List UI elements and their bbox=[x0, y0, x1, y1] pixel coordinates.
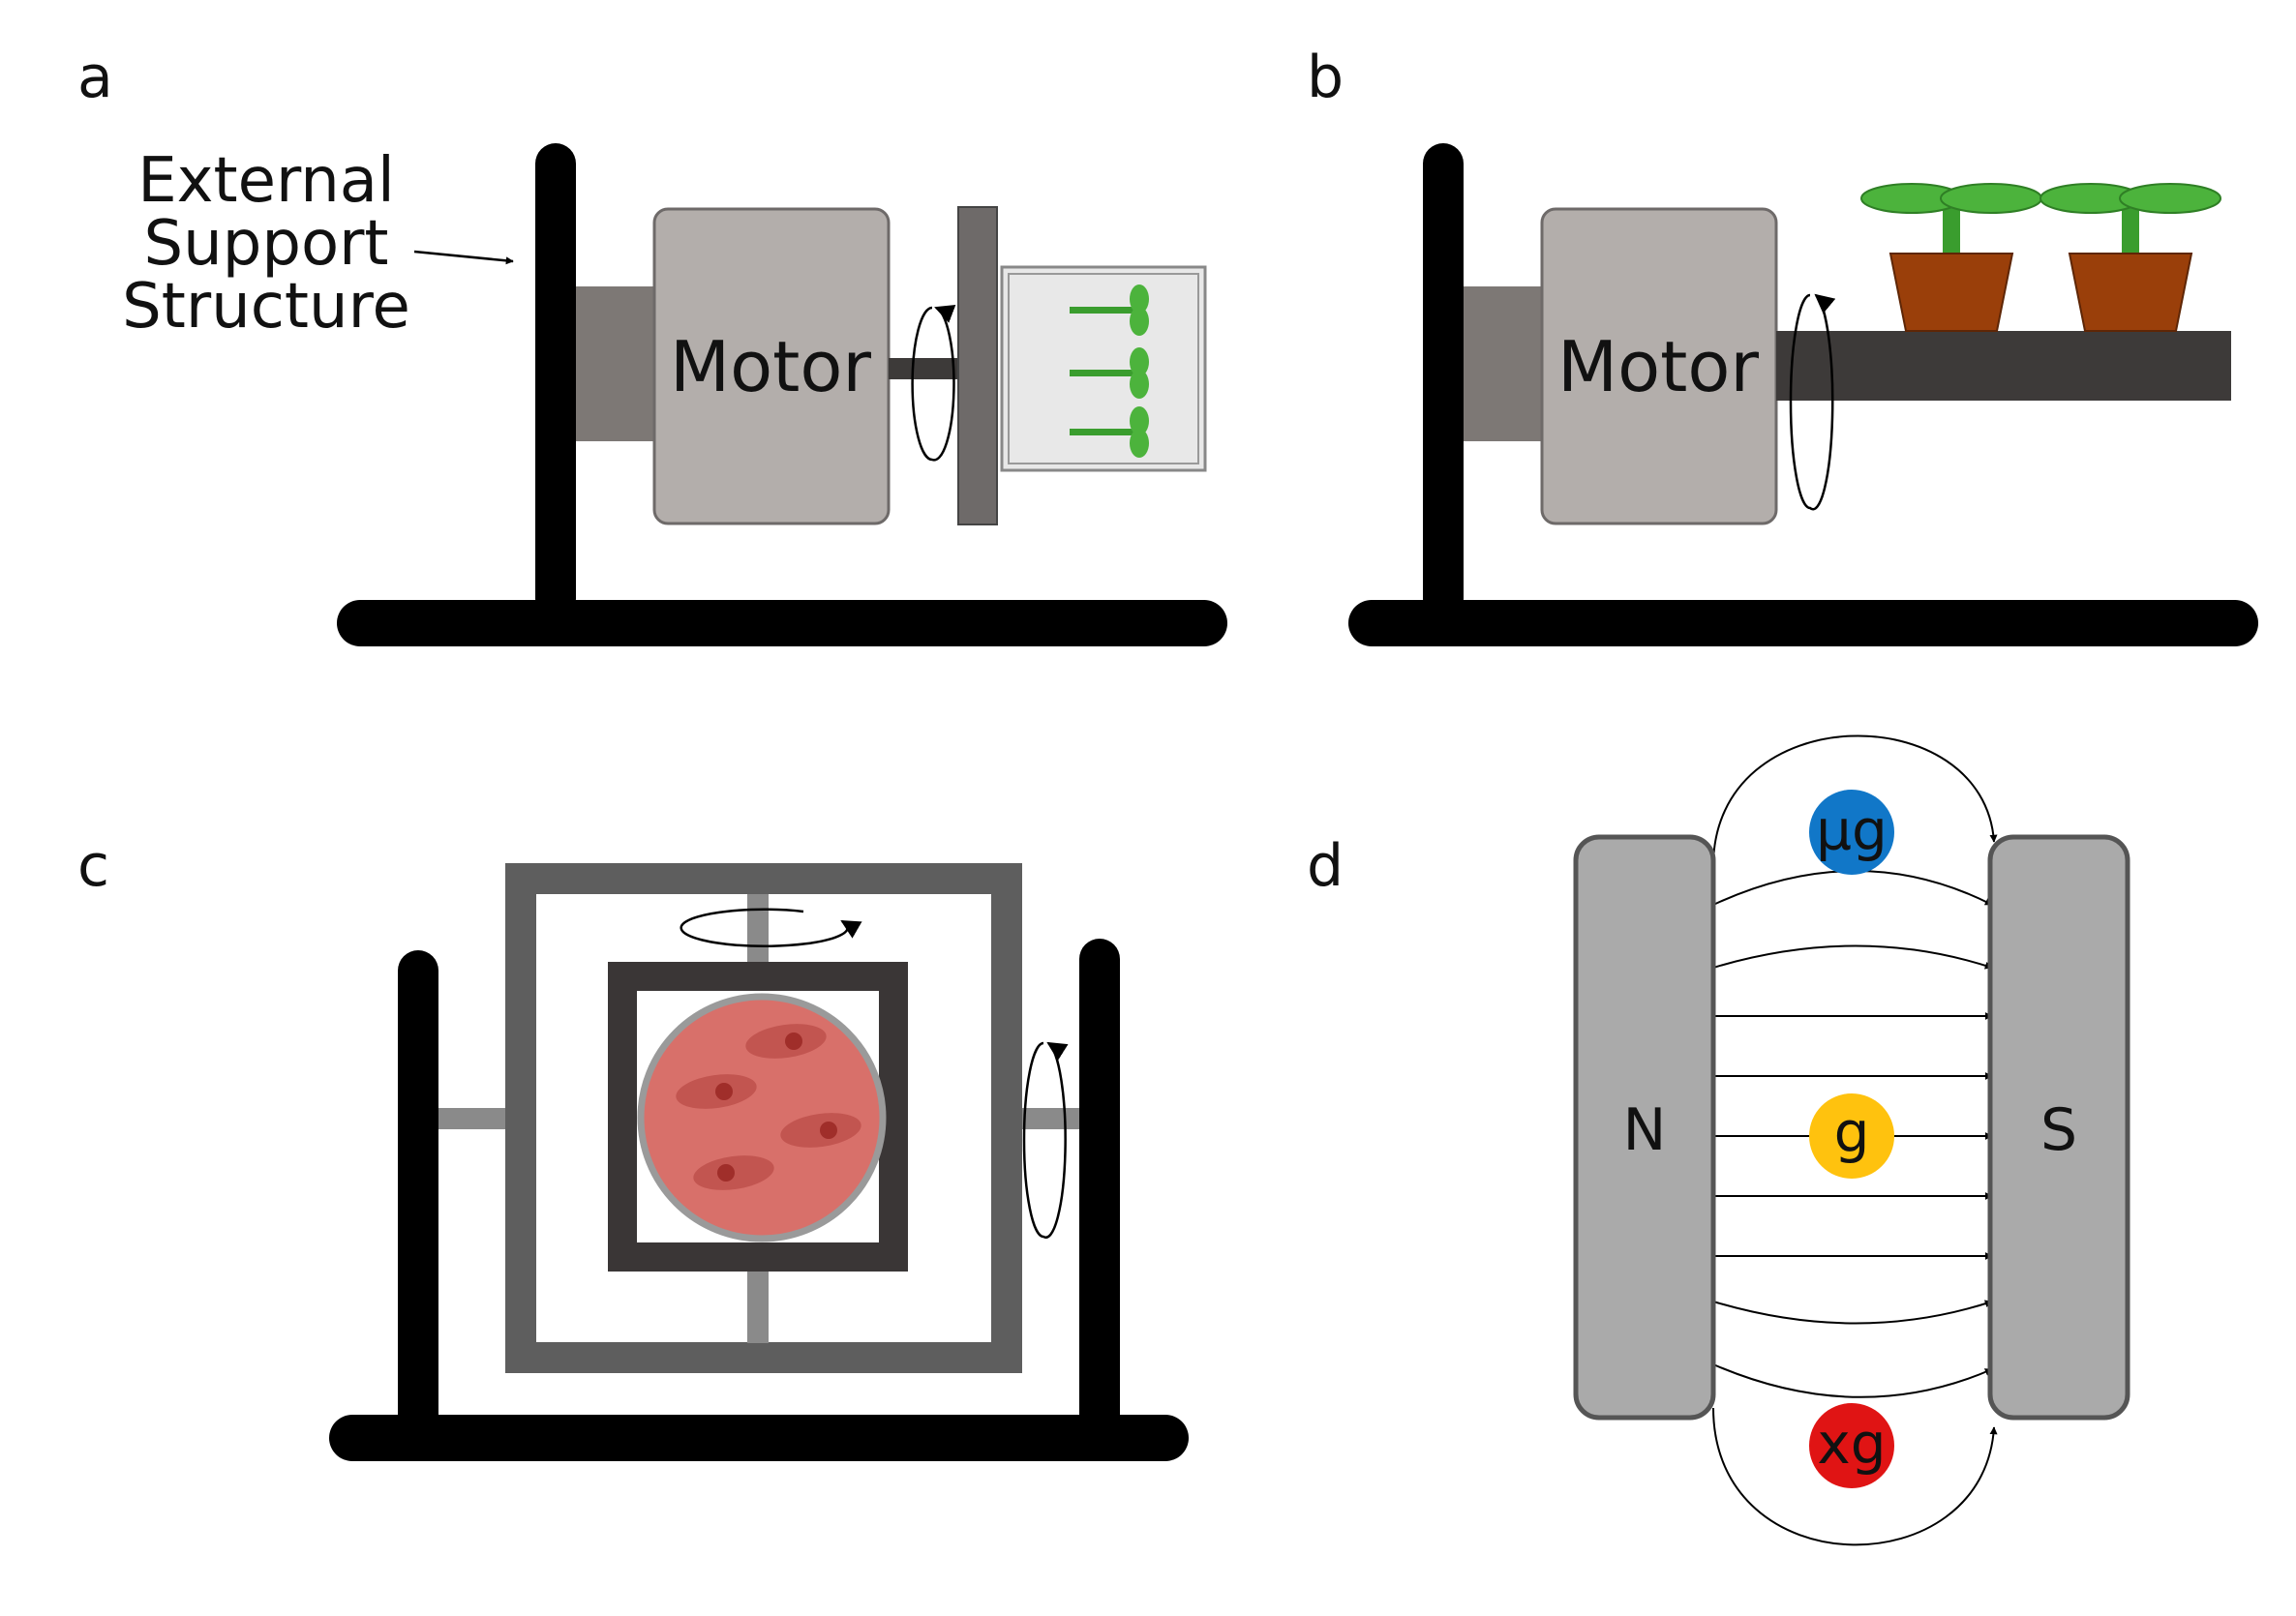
callout-line-2: Support bbox=[144, 208, 389, 280]
base-bar bbox=[1348, 600, 2258, 646]
callout-line-3: Structure bbox=[122, 271, 410, 343]
panel-letter-c: c bbox=[77, 832, 109, 900]
south-pole-label: S bbox=[2040, 1096, 2077, 1164]
cell bbox=[693, 1155, 774, 1190]
field-line bbox=[1712, 1300, 1993, 1325]
rotation-arrow bbox=[911, 305, 956, 462]
inner-axle-bottom bbox=[747, 1268, 769, 1343]
field-line bbox=[1712, 944, 1993, 970]
support-post-left bbox=[398, 950, 438, 1453]
cell bbox=[745, 1024, 827, 1059]
inner-axle-top bbox=[747, 894, 769, 970]
plant-chamber bbox=[1000, 265, 1207, 472]
cell bbox=[676, 1074, 757, 1109]
panel-c: c bbox=[77, 832, 1189, 1461]
seedling bbox=[1070, 406, 1149, 458]
motor-mount bbox=[576, 286, 655, 441]
potted-plant bbox=[2039, 183, 2221, 332]
magnet-north bbox=[1573, 834, 1716, 1421]
outer-gimbal-frame bbox=[505, 863, 1022, 1373]
panel-a: a External Support Structure Motor bbox=[77, 44, 1227, 646]
motor-label: Motor bbox=[670, 326, 871, 407]
panel-d: d N S µg g xg bbox=[1307, 734, 2130, 1546]
seedling bbox=[1070, 347, 1149, 399]
callout-line-1: External bbox=[137, 145, 395, 217]
potted-plant bbox=[1860, 183, 2042, 332]
motor-shaft bbox=[889, 358, 958, 379]
callout-arrow bbox=[413, 250, 514, 265]
field-line bbox=[1712, 734, 1998, 867]
seedling bbox=[1070, 284, 1149, 336]
base-bar bbox=[337, 600, 1227, 646]
cell bbox=[780, 1113, 861, 1148]
zone-normal-gravity: g bbox=[1809, 1093, 1894, 1179]
motor-label: Motor bbox=[1557, 326, 1759, 407]
rotating-arm bbox=[1776, 331, 2231, 401]
support-post-right bbox=[1079, 939, 1120, 1451]
rotating-plate bbox=[957, 206, 998, 525]
zone-label: xg bbox=[1817, 1411, 1886, 1477]
rotation-arrow-side bbox=[1022, 1041, 1069, 1239]
zone-label: g bbox=[1834, 1099, 1870, 1165]
rotation-arrow-top bbox=[680, 908, 862, 948]
zone-microgravity: µg bbox=[1809, 790, 1894, 875]
support-post bbox=[1423, 143, 1464, 619]
rotation-arrow bbox=[1789, 293, 1836, 511]
field-line bbox=[1712, 1363, 1993, 1398]
panel-letter-b: b bbox=[1307, 44, 1344, 111]
plant-chamber-inner bbox=[1008, 273, 1199, 464]
field-line bbox=[1712, 1407, 1998, 1546]
motor-mount bbox=[1464, 286, 1543, 441]
support-post bbox=[535, 143, 576, 619]
panel-letter-d: d bbox=[1307, 832, 1344, 900]
zone-hypergravity: xg bbox=[1809, 1403, 1894, 1488]
base-bar bbox=[329, 1415, 1189, 1461]
magnet-south bbox=[1987, 834, 2130, 1421]
north-pole-label: N bbox=[1623, 1096, 1667, 1164]
outer-axle-left bbox=[438, 1108, 521, 1129]
panel-letter-a: a bbox=[77, 44, 113, 111]
zone-label: µg bbox=[1816, 797, 1888, 863]
field-line bbox=[1712, 870, 1993, 906]
panel-b: b Motor bbox=[1307, 44, 2258, 646]
